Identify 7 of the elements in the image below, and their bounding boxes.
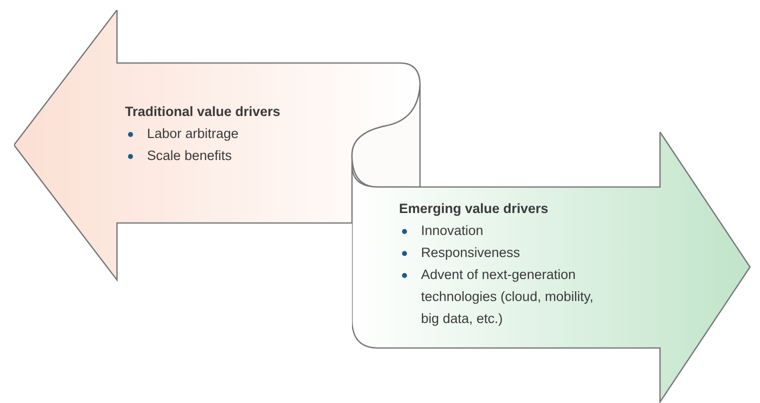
arrow-heading: Traditional value drivers bbox=[125, 103, 282, 121]
bullet-item: Innovation bbox=[399, 220, 611, 242]
arrow-heading: Emerging value drivers bbox=[399, 200, 550, 218]
bullet-item: Scale benefits bbox=[125, 145, 365, 167]
bullet-item: Responsiveness bbox=[399, 242, 611, 264]
bullet-item: Labor arbitrage bbox=[125, 123, 365, 145]
bullet-item: Advent of next-generation technologies (cloud, mobility, big data, etc.) bbox=[399, 264, 611, 330]
